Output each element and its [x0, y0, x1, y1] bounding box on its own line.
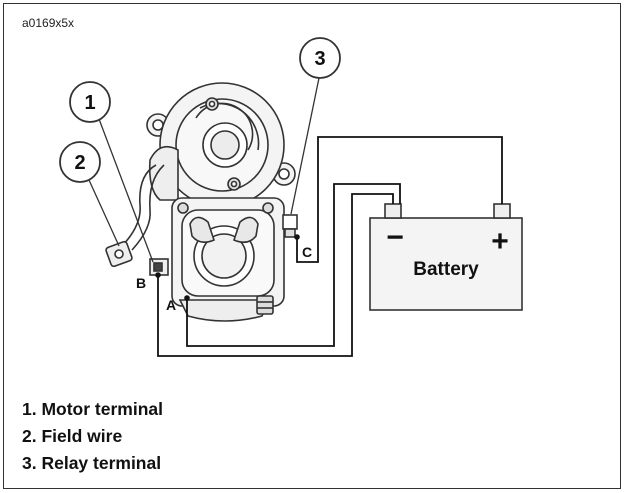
junction-b [155, 272, 161, 278]
callout-2-number: 2 [74, 152, 85, 174]
battery-positive-post [493, 203, 511, 219]
battery-body [369, 217, 523, 311]
terminal-label-c: C [302, 244, 312, 260]
callout-2-circle [59, 141, 101, 183]
wire-negative-to-a [186, 183, 401, 347]
leader-3 [290, 77, 320, 215]
wire-negative-to-b [157, 193, 394, 357]
battery-positive-sign: + [491, 225, 509, 258]
callout-1-circle [69, 81, 111, 123]
terminal-label-b: B [136, 275, 146, 291]
battery-negative-sign: − [386, 221, 404, 254]
callout-3-number: 3 [314, 48, 325, 70]
leader-2 [88, 179, 120, 247]
callout-3-circle [299, 37, 341, 79]
relay-terminal-stud [282, 214, 298, 230]
legend-item-relay-terminal: 3. Relay terminal [22, 453, 162, 473]
starter-motor [146, 82, 298, 322]
legend-item-motor-terminal: 1. Motor terminal [22, 399, 163, 419]
wire-positive-to-relay [296, 136, 503, 263]
callout-leaders [88, 77, 320, 263]
junction-c [294, 234, 300, 240]
legend-item-field-wire: 2. Field wire [22, 426, 123, 446]
callout-1-number: 1 [84, 92, 95, 114]
bottom-fitting [256, 295, 274, 315]
battery-negative-post [384, 203, 402, 219]
battery [369, 203, 523, 311]
leader-1 [98, 118, 154, 263]
junction-a [184, 295, 190, 301]
battery-label: Battery [413, 259, 479, 280]
figure-code: a0169x5x [22, 16, 75, 30]
wiring [157, 136, 503, 357]
legend: 1. Motor terminal 2. Field wire 3. Relay… [22, 396, 163, 477]
terminal-label-a: A [166, 297, 176, 313]
field-wire [105, 164, 165, 268]
